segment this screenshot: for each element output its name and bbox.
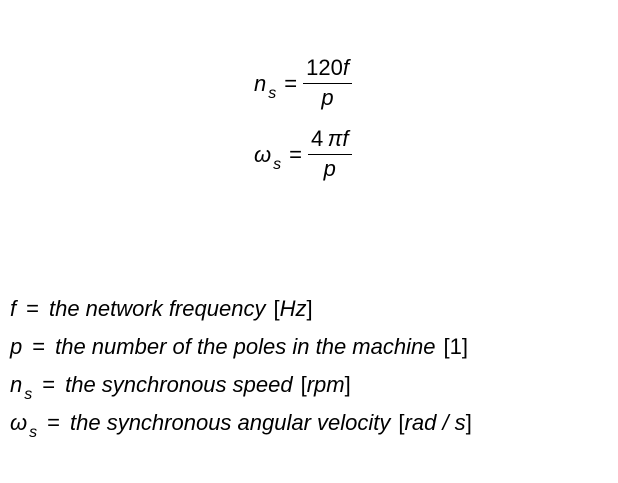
- equals-sign: =: [47, 410, 60, 435]
- denominator: p: [321, 85, 334, 110]
- unit-open-bracket: [: [300, 372, 307, 397]
- fraction: 4 πf p: [308, 126, 352, 183]
- lhs-subscript: s: [273, 155, 282, 173]
- definition-row: n s = the synchronous speed [rpm]: [10, 372, 472, 410]
- numerator-variable: f: [342, 55, 349, 80]
- numerator-coefficient: 4: [311, 126, 324, 151]
- definition-description: the synchronous speed: [65, 372, 293, 397]
- equation-lhs: ω s: [254, 141, 281, 173]
- definition-unit: [rad / s]: [398, 410, 471, 436]
- definition-unit: [Hz]: [273, 296, 312, 322]
- unit-close-bracket: ]: [306, 296, 313, 321]
- unit-value: Hz: [279, 296, 307, 321]
- unit-open-bracket: [: [398, 410, 405, 435]
- denominator: p: [323, 156, 336, 181]
- equation-synchronous-speed: n s = 120f p: [254, 55, 352, 112]
- unit-open-bracket: [: [273, 296, 280, 321]
- numerator-coefficient: 120: [306, 55, 343, 80]
- symbol-letter: p: [10, 334, 23, 359]
- definition-unit: [rpm]: [301, 372, 351, 398]
- equals-sign: =: [32, 334, 46, 359]
- lhs-symbol: n: [254, 70, 267, 96]
- numerator: 120f: [303, 55, 352, 84]
- equals-sign: =: [42, 372, 56, 397]
- equals-sign: =: [289, 141, 302, 167]
- symbol-subscript: s: [29, 424, 38, 441]
- symbol-letter: ω: [10, 410, 28, 435]
- numerator: 4 πf: [308, 126, 352, 155]
- fraction: 120f p: [303, 55, 352, 112]
- definition-description: the synchronous angular velocity: [70, 410, 391, 435]
- definition-row: p = the number of the poles in the machi…: [10, 334, 472, 372]
- definition-unit: [1]: [443, 334, 468, 360]
- unit-close-bracket: ]: [461, 334, 468, 359]
- equation-lhs: n s: [254, 70, 276, 102]
- numerator-variable: πf: [327, 126, 349, 151]
- equation-angular-velocity: ω s = 4 πf p: [254, 126, 352, 183]
- unit-value: rad / s: [404, 410, 466, 435]
- unit-value: rpm: [306, 372, 345, 397]
- symbol-letter: f: [10, 296, 17, 321]
- unit-value: 1: [449, 334, 462, 359]
- definition-row: ω s = the synchronous angular velocity […: [10, 410, 472, 458]
- definition-symbol: n s: [10, 372, 32, 403]
- definition-description: the number of the poles in the machine: [55, 334, 436, 359]
- definition-row: f = the network frequency [Hz]: [10, 296, 472, 334]
- symbol-subscript: s: [24, 386, 33, 403]
- lhs-subscript: s: [268, 84, 277, 102]
- unit-close-bracket: ]: [465, 410, 472, 435]
- definition-symbol: ω s: [10, 410, 37, 441]
- definition-description: the network frequency: [48, 296, 266, 321]
- unit-close-bracket: ]: [344, 372, 351, 397]
- definition-symbol: f: [10, 296, 16, 322]
- definitions-list: f = the network frequency [Hz] p = the n…: [10, 296, 472, 458]
- definition-symbol: p: [10, 334, 22, 360]
- symbol-letter: n: [10, 372, 23, 397]
- equals-sign: =: [284, 70, 298, 96]
- unit-open-bracket: [: [443, 334, 450, 359]
- lhs-symbol: ω: [254, 141, 272, 167]
- equals-sign: =: [26, 296, 39, 321]
